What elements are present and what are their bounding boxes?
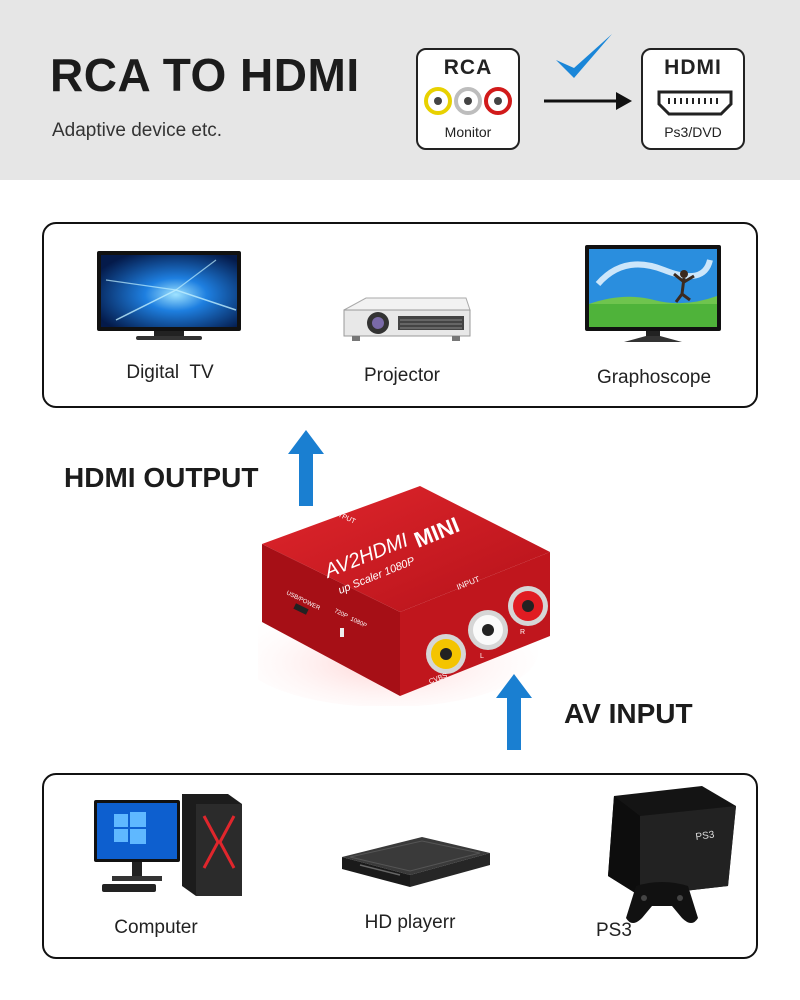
hd-player-icon <box>342 837 490 887</box>
rca-jacks-icon <box>424 87 512 115</box>
hdmi-output-heading: HDMI OUTPUT <box>64 462 259 493</box>
check-icon <box>556 34 612 78</box>
computer-label: Computer <box>114 917 198 938</box>
rca-badge: RCA Monitor <box>416 48 520 150</box>
hdmi-badge-title: HDMI <box>664 56 722 79</box>
page-title: RCA TO HDMI <box>50 49 360 101</box>
digital-tv-label: Digital TV <box>126 362 214 383</box>
right-text: R <box>520 629 525 636</box>
arrow-up-icon <box>288 430 324 506</box>
rca-badge-footer: Monitor <box>444 124 492 140</box>
av2hdmi-converter: MINI AV2HDMI up Scaler 1080P OUTPUT INPU… <box>258 486 550 706</box>
ps3-icon: PS3 <box>608 786 736 923</box>
ps3-label: PS3 <box>596 920 632 941</box>
hdmi-badge-footer: Ps3/DVD <box>664 124 722 140</box>
projector-icon <box>343 297 471 341</box>
svg-text:PS3: PS3 <box>695 829 716 843</box>
graphoscope-icon <box>585 245 721 342</box>
arrow-up-input-icon <box>496 674 532 750</box>
digital-tv-icon <box>97 251 241 340</box>
hdmi-badge: HDMI Ps3/DVD <box>641 48 745 150</box>
graphoscope-label: Graphoscope <box>596 367 712 388</box>
av-input-heading: AV INPUT <box>564 698 693 729</box>
hdmi-port-icon <box>657 90 733 116</box>
page-subtitle: Adaptive device etc. <box>52 120 223 141</box>
projector-label: Projector <box>363 365 441 386</box>
left-text: L <box>480 653 484 660</box>
sw720-text: 720P <box>333 608 348 620</box>
rca-badge-title: RCA <box>443 56 493 79</box>
arrow-right-icon <box>544 92 632 110</box>
hd-player-label: HD playerr <box>364 912 456 933</box>
computer-icon <box>94 794 242 896</box>
